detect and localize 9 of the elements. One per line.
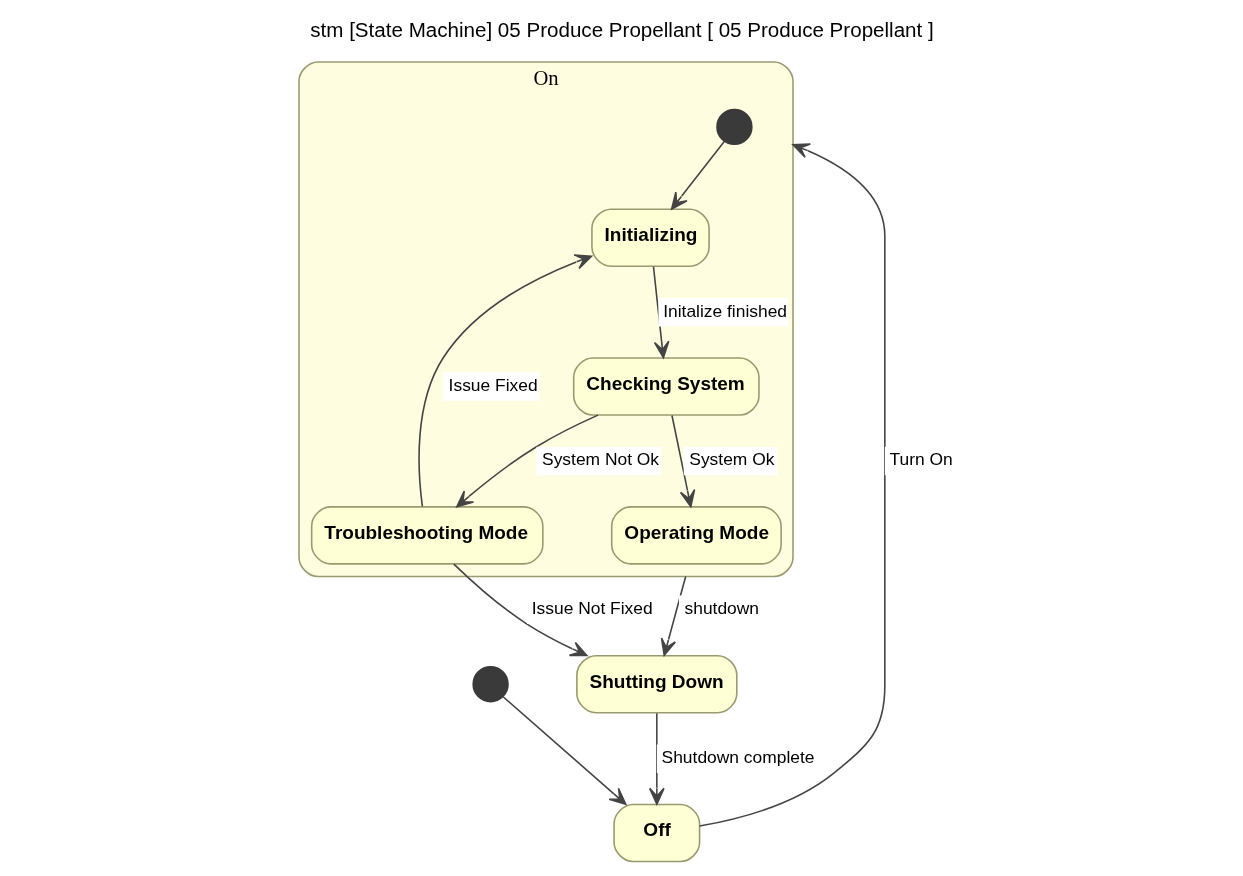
diagram-title: stm [State Machine] 05 Produce Propellant [ 05 Produce Propellant ] bbox=[309, 18, 934, 42]
edge-label: Issue Fixed bbox=[448, 374, 538, 395]
edge-label: Shutdown complete bbox=[661, 747, 814, 768]
edge-label: Issue Not Fixed bbox=[531, 598, 653, 619]
edge-label: System Ok bbox=[688, 449, 774, 470]
edge-label: shutdown bbox=[684, 598, 759, 619]
edge-label: System Not Ok bbox=[541, 449, 659, 470]
edge-label: Initalize finished bbox=[662, 300, 787, 321]
edge-label: Turn On bbox=[889, 449, 953, 470]
